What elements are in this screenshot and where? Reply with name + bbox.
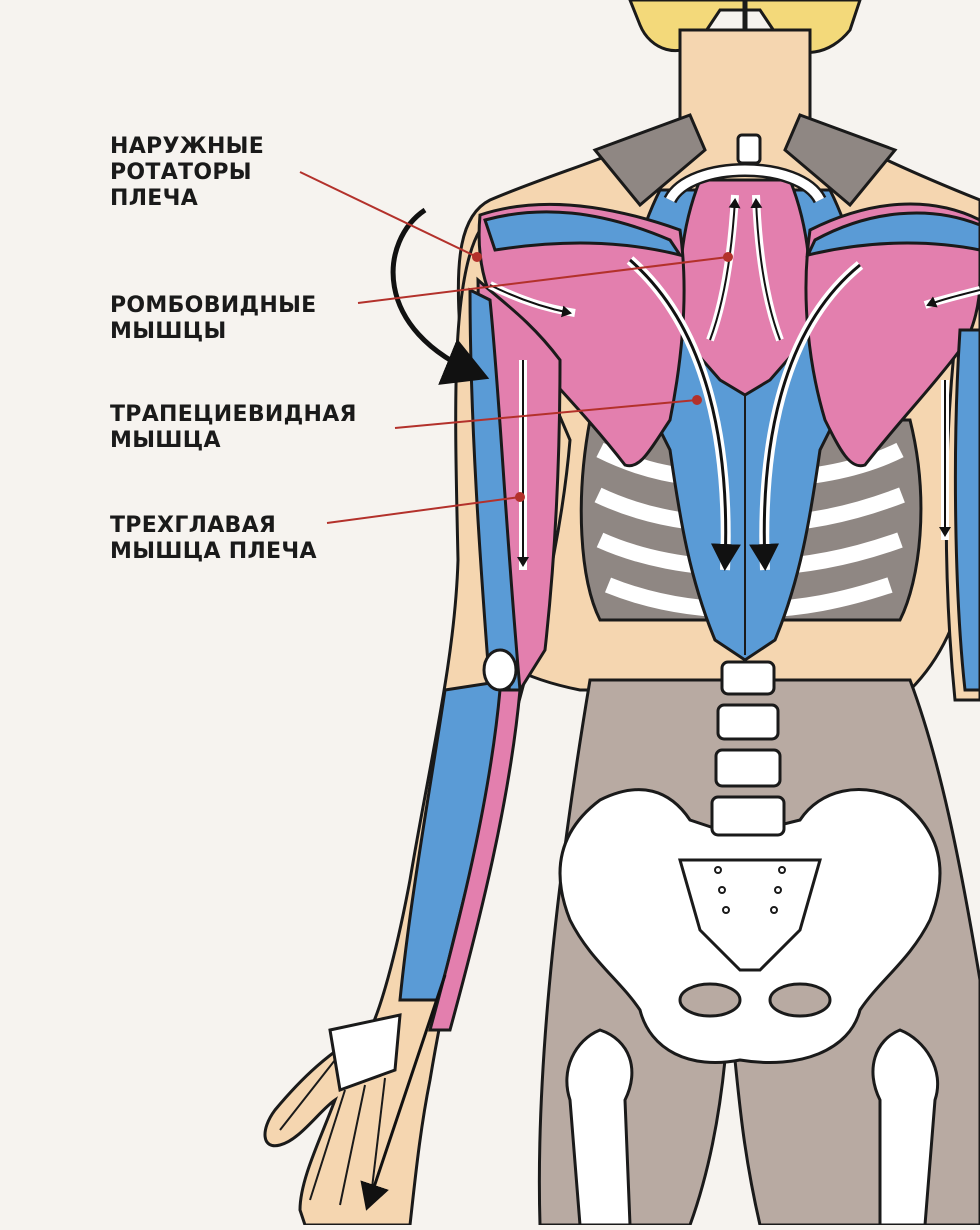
- leader-lines: [299, 171, 733, 524]
- label-line: МЫШЦА: [110, 428, 221, 453]
- right-arm-muscles: [953, 328, 980, 692]
- shoulder-girdle: [592, 113, 898, 208]
- left-arm-muscles: [279, 276, 562, 1206]
- label-line: МЫШЦА ПЛЕЧА: [110, 539, 317, 564]
- movement-arrows: [360, 194, 980, 1211]
- label-line: МЫШЦЫ: [110, 319, 227, 344]
- label-line: ПЛЕЧА: [110, 186, 199, 211]
- label-rhomboid-muscles: РОМБОВИДНЫЕ МЫШЦЫ: [110, 293, 317, 345]
- label-line: РОТАТОРЫ: [110, 160, 252, 185]
- rhomboid-muscle: [678, 178, 812, 397]
- label-external-rotators: НАРУЖНЫЕ РОТАТОРЫ ПЛЕЧА: [110, 134, 264, 212]
- label-line: РОМБОВИДНЫЕ: [110, 293, 317, 318]
- pelvis-bones: [558, 788, 942, 1227]
- label-line: НАРУЖНЫЕ: [110, 134, 265, 159]
- label-trapezius-muscle: ТРАПЕЦИЕВИДНАЯ МЫШЦА: [110, 402, 357, 454]
- lumbar-spine: [710, 660, 786, 837]
- label-triceps-muscle: ТРЕХГЛАВАЯ МЫШЦА ПЛЕЧА: [110, 513, 317, 565]
- label-line: ТРАПЕЦИЕВИДНАЯ: [110, 402, 357, 427]
- label-line: ТРЕХГЛАВАЯ: [110, 513, 277, 538]
